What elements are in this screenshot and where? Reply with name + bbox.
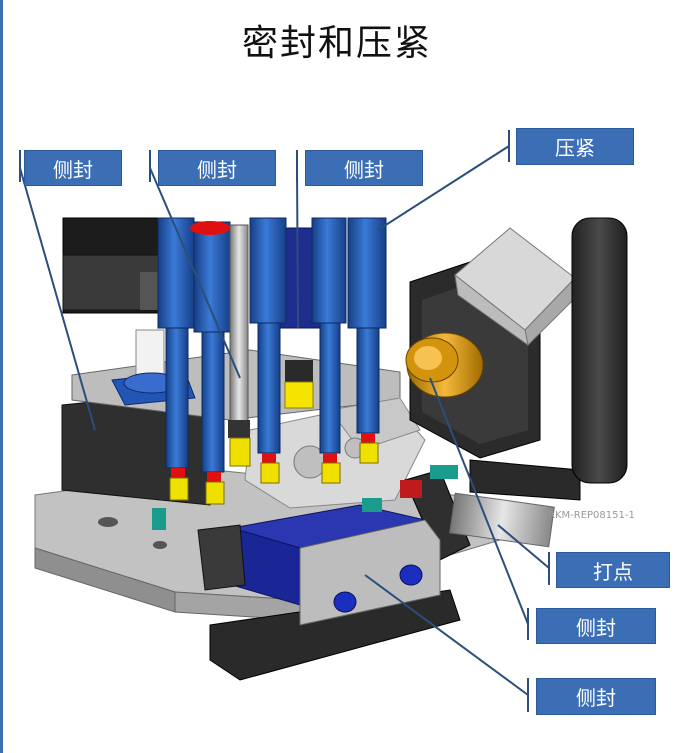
- punch-cylinder: [400, 469, 555, 561]
- label-side-seal-1: 侧封: [24, 150, 122, 186]
- vertical-cylinder-6: [347, 217, 387, 464]
- leader-side-seal-1: [19, 167, 96, 431]
- label-side-seal-4: 侧封: [536, 608, 656, 644]
- front-slide-assembly: [197, 504, 461, 681]
- leader-punch: [497, 524, 550, 569]
- right-dark-post: [571, 217, 628, 484]
- label-punch: 打点: [556, 552, 670, 588]
- leader-side-seal-5: [364, 574, 529, 696]
- brass-clamp-pad: [405, 332, 484, 398]
- label-side-seal-2: 侧封: [158, 150, 276, 186]
- leader-lines: [19, 130, 550, 712]
- model-watermark: RKM-REP08151-1: [548, 510, 635, 521]
- diagram-title: 密封和压紧: [241, 23, 432, 64]
- vertical-cylinder-group: [157, 217, 387, 505]
- vertical-cylinder-1: [157, 217, 195, 501]
- leader-side-seal-2: [149, 167, 241, 379]
- leader-side-seal-3: [296, 167, 299, 329]
- teal-sensor-parts: [152, 465, 458, 530]
- label-clamp: 压紧: [516, 128, 634, 165]
- label-side-seal-3: 侧封: [305, 150, 423, 186]
- vertical-cylinder-5: [311, 217, 347, 484]
- left-edge-rule: [0, 0, 3, 753]
- vertical-cylinder-3: [228, 224, 251, 467]
- top-left-housing: [62, 217, 164, 314]
- leader-side-seal-4: [429, 377, 529, 625]
- leader-clamp: [377, 145, 510, 231]
- label-side-seal-5: 侧封: [536, 678, 656, 715]
- vertical-cylinder-4: [249, 217, 287, 484]
